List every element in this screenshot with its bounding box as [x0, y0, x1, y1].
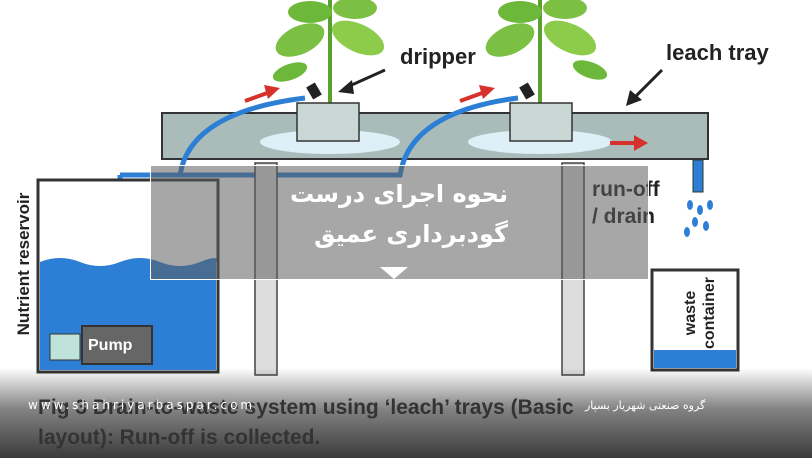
pot-left: [296, 102, 360, 142]
leach-tray-label: leach tray: [666, 40, 769, 65]
figure-caption: Fig 3 Drain-to-waste system using ‘leach…: [38, 396, 574, 449]
pump-label: Pump: [88, 337, 133, 354]
card-pointer-icon: [380, 267, 408, 279]
site-url-link[interactable]: www.shahriyarbaspar.com: [28, 398, 256, 412]
company-name: گروه صنعتی شهریار بسپار: [585, 399, 706, 412]
plant-left: [272, 0, 385, 105]
leach-tray: [161, 112, 709, 160]
pump: [81, 325, 153, 365]
reservoir-label: Nutrient reservoir: [14, 192, 33, 336]
footer-bar: [0, 368, 812, 458]
dripper-right: [519, 82, 535, 100]
dripper-label: dripper: [400, 44, 476, 69]
article-title: نحوه اجرای درست گودبرداری عمیق: [289, 180, 508, 248]
dripper-left: [306, 82, 322, 100]
article-title-card[interactable]: نحوه اجرای درست گودبرداری عمیق: [150, 165, 649, 280]
plant-right: [485, 0, 608, 105]
pot-right: [509, 102, 573, 142]
waste-container-label: waste container: [682, 277, 718, 350]
